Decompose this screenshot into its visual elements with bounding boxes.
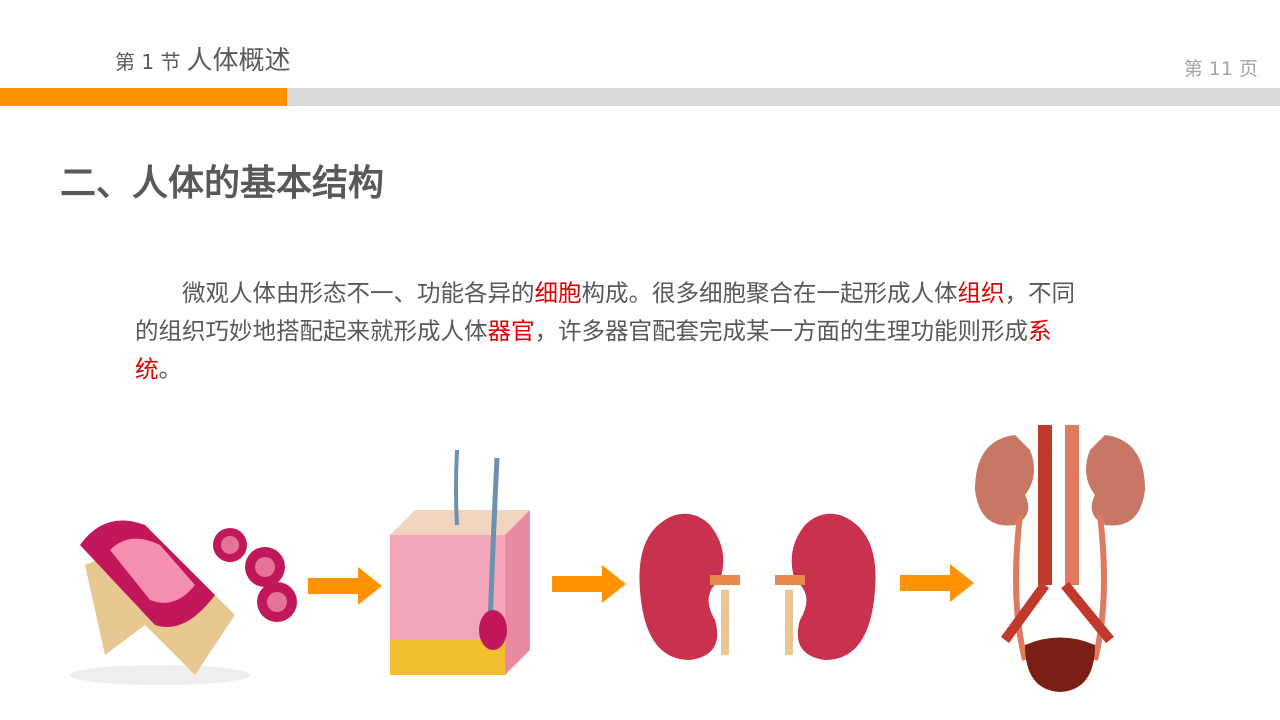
text: ，不同的组织巧妙地搭配起来就形成人体 [135, 279, 1075, 345]
cell-icon [70, 520, 297, 685]
body-paragraph: 微观人体由形态不一、功能各异的细胞构成。很多细胞聚合在一起形成人体组织，不同的组… [135, 274, 1080, 388]
keyword-tissue: 组织 [957, 279, 1005, 307]
arrow-right-icon [308, 567, 382, 605]
arrow-right-icon [552, 565, 626, 603]
text: ，许多器官配套完成某一方面的生理功能则形成 [534, 317, 1029, 345]
section-number: 第 1 节 [115, 50, 181, 74]
keyword-cell: 细胞 [534, 279, 582, 307]
slide-title: 二、人体的基本结构 [60, 163, 385, 204]
organ-icon [639, 513, 876, 660]
section-title: 人体概述 [186, 46, 291, 76]
page-number: 第 11 页 [1183, 58, 1258, 80]
text: 构成。很多细胞聚合在一起形成人体 [581, 279, 958, 307]
progress-bar-track [287, 88, 1280, 106]
keyword-system: 系统 [135, 317, 1052, 383]
text: 微观人体由形态不一、功能各异的 [182, 279, 535, 307]
text: 。 [158, 355, 183, 383]
section-heading: 第 1 节人体概述 [115, 40, 290, 77]
system-icon [975, 425, 1145, 692]
keyword-organ: 器官 [487, 317, 535, 345]
arrow-right-icon [900, 564, 974, 602]
progress-bar-fill [0, 88, 287, 106]
tissue-icon [390, 450, 530, 675]
